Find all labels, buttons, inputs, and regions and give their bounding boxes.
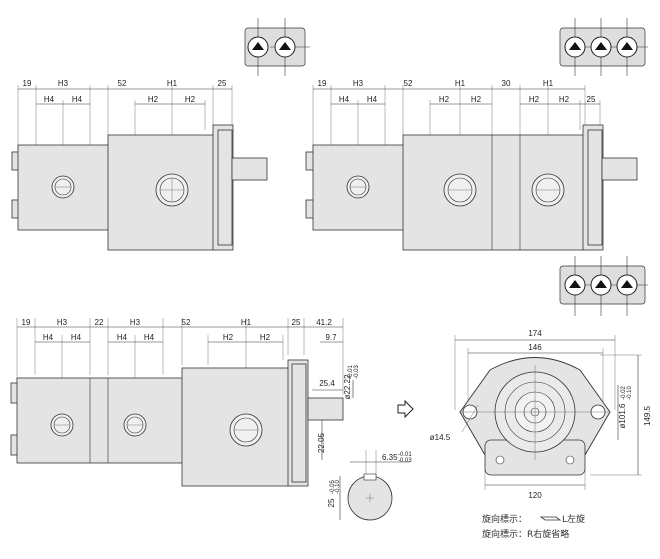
pump-triple-dim-19: 19 <box>22 318 31 327</box>
front-dim-174: 174 <box>528 329 542 338</box>
pump-triple-side-view: 19 H3 H4 H4 22 H3 H4 H4 52 H1 H2 H2 25 4… <box>10 318 360 487</box>
rotation-l-icon <box>539 516 562 521</box>
pump-double-dim-h4-a: H4 <box>339 95 350 104</box>
pump-triple-dim-h2-a: H2 <box>223 333 234 342</box>
pump-double-dim-h3: H3 <box>353 79 364 88</box>
pump-triple-dim-22: 22 <box>95 318 104 327</box>
pump-triple-dim-h4-c: H4 <box>117 333 128 342</box>
keyway-depth-tol-upper: -0.05 <box>330 480 336 494</box>
pump-single-dim-19: 19 <box>23 79 32 88</box>
pump-triple-dim-h4-a: H4 <box>43 333 54 342</box>
pump-single-dim-h1: H1 <box>167 79 178 88</box>
pump-double-dim-h2-d: H2 <box>559 95 570 104</box>
keyway-depth-tol-lower: -0.10 <box>335 480 341 494</box>
pump-triple-dim-52: 52 <box>182 318 191 327</box>
pump-triple-dim-h3-a: H3 <box>57 318 68 327</box>
pump-triple-dim-h3-b: H3 <box>130 318 141 327</box>
pump-triple-dim-25: 25 <box>292 318 301 327</box>
keyway-depth: 25 <box>327 498 336 507</box>
front-dim-149-5: 149.5 <box>643 405 652 426</box>
pump-triple-dim-41-2: 41.2 <box>316 318 332 327</box>
pump-single-side-view: 19 H3 H4 H4 52 H1 H2 H2 25 <box>11 79 268 251</box>
pump-single-dim-h2-b: H2 <box>185 95 196 104</box>
pump-double-dim-19: 19 <box>318 79 327 88</box>
pump-single-dim-52: 52 <box>118 79 127 88</box>
view-arrow-icon <box>397 399 414 419</box>
front-dim-pilot-tol-lower: -0.10 <box>627 386 633 400</box>
pump-triple-dim-h2-b: H2 <box>260 333 271 342</box>
hydraulic-symbol-single <box>244 18 310 76</box>
pump-triple-dim-h4-d: H4 <box>144 333 155 342</box>
pump-single-dim-25: 25 <box>218 79 227 88</box>
pump-single-dim-h4-a: H4 <box>44 95 55 104</box>
pump-double-dim-h1-a: H1 <box>455 79 466 88</box>
keyway-width-tol-lower: -0.03 <box>398 458 412 464</box>
pump-triple-shaft-dia: ø22.22 <box>343 374 352 399</box>
pump-triple-shaft-tol-lower: -0.03 <box>354 365 360 379</box>
hydraulic-symbol-triple <box>559 256 648 316</box>
pump-triple-dim-h1: H1 <box>241 318 252 327</box>
pump-triple-shaft-tol-upper: -0.01 <box>348 365 354 379</box>
pump-triple-dim-25-4: 25.4 <box>319 379 335 388</box>
pump-double-dim-h2-b: H2 <box>471 95 482 104</box>
pump-double-dim-30: 30 <box>502 79 511 88</box>
pump-double-dim-52: 52 <box>404 79 413 88</box>
front-dim-pilot: ø101.6 <box>618 403 627 428</box>
front-dim-pilot-tol-upper: -0.02 <box>621 386 627 400</box>
pump-single-dim-h2-a: H2 <box>148 95 159 104</box>
pump-front-view: 174 146 149.5 ø101.6 -0.02 -0.10 ø14.5 1… <box>430 329 652 500</box>
rotation-notes: 旋向標示： L左旋 旋向標示：R右旋省略 <box>482 513 585 540</box>
pump-double-side-view: 19 H3 H4 H4 52 H1 H2 H2 30 H1 H2 H2 25 <box>305 79 638 251</box>
pump-triple-dim-22-05: 22.05 <box>317 432 326 453</box>
rotation-note-2: 旋向標示：R右旋省略 <box>482 528 569 540</box>
front-dim-120: 120 <box>528 491 542 500</box>
pump-double-dim-h1-b: H1 <box>543 79 554 88</box>
pump-double-dim-h2-a: H2 <box>439 95 450 104</box>
rotation-note-1-prefix: 旋向標示： <box>482 513 527 525</box>
front-dim-hole: ø14.5 <box>430 433 451 442</box>
pump-double-dim-h2-c: H2 <box>529 95 540 104</box>
keyway-width-tol-upper: -0.01 <box>398 452 412 458</box>
pump-double-dim-h4-b: H4 <box>367 95 378 104</box>
hydraulic-symbol-double <box>559 18 648 76</box>
keyway-detail: 6.35 -0.01 -0.03 25 -0.05 -0.10 <box>327 450 412 521</box>
front-dim-146: 146 <box>528 343 542 352</box>
pump-triple-dim-h4-b: H4 <box>71 333 82 342</box>
pump-double-dim-25: 25 <box>587 95 596 104</box>
pump-single-dim-h4-b: H4 <box>72 95 83 104</box>
keyway-width: 6.35 <box>382 453 398 462</box>
rotation-note-1-suffix: L左旋 <box>562 513 585 525</box>
pump-triple-dim-9-7: 9.7 <box>325 333 337 342</box>
pump-single-dim-h3: H3 <box>58 79 69 88</box>
